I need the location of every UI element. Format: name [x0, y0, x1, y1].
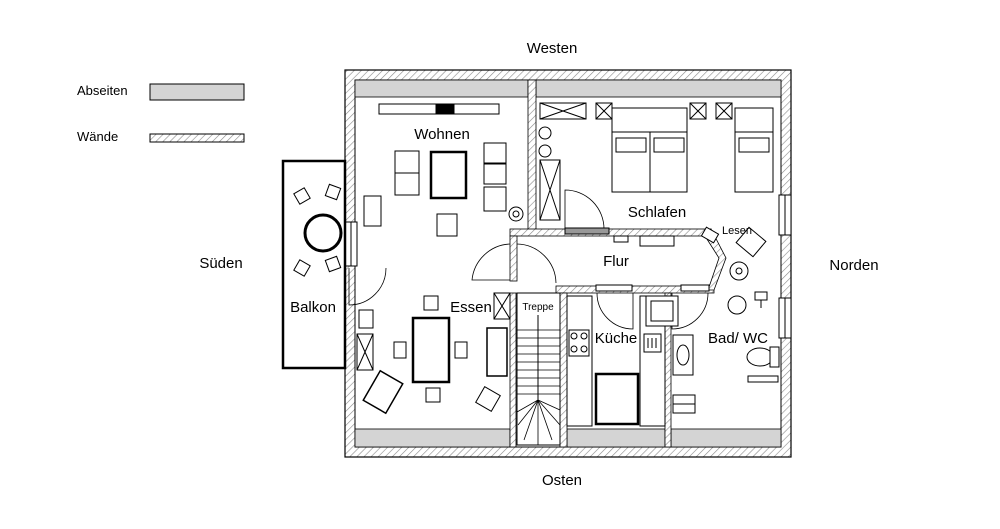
legend-abseiten-swatch	[149, 83, 245, 101]
balcony	[281, 159, 387, 370]
room-label-schlafen: Schlafen	[628, 204, 686, 221]
compass-north: Norden	[829, 257, 878, 274]
room-label-kueche: Küche	[595, 330, 638, 347]
legend-abseiten-label: Abseiten	[77, 83, 128, 98]
essen-furniture	[356, 243, 557, 415]
room-label-treppe: Treppe	[522, 302, 554, 313]
legend-waende-label: Wände	[77, 129, 118, 144]
legend-waende-swatch	[149, 133, 245, 143]
compass-south: Süden	[199, 255, 242, 272]
kitchen-table	[594, 372, 640, 426]
balcony-table	[303, 213, 343, 253]
windows	[344, 194, 792, 339]
room-label-lesen: Lesen	[722, 225, 752, 237]
staircase	[516, 292, 561, 446]
compass-east: Osten	[542, 472, 582, 489]
room-label-wohnen: Wohnen	[414, 126, 470, 143]
compass-west: Westen	[527, 40, 578, 57]
wohnen-furniture	[363, 103, 524, 237]
dining-table	[411, 316, 451, 384]
living-table	[429, 150, 468, 200]
bathroom-furniture	[672, 291, 780, 414]
room-label-bad: Bad/ WC	[708, 330, 768, 347]
room-labels: Wohnen Schlafen Lesen Flur Balkon Essen …	[290, 123, 768, 347]
kitchen-furniture	[566, 295, 679, 427]
abseiten-strips	[354, 79, 782, 448]
room-label-essen: Essen	[450, 299, 492, 316]
room-label-balkon: Balkon	[290, 299, 336, 316]
schlafen-furniture	[538, 102, 774, 281]
flur-items	[564, 227, 710, 330]
room-label-flur: Flur	[603, 253, 629, 270]
legend: Abseiten Wände	[77, 83, 245, 144]
